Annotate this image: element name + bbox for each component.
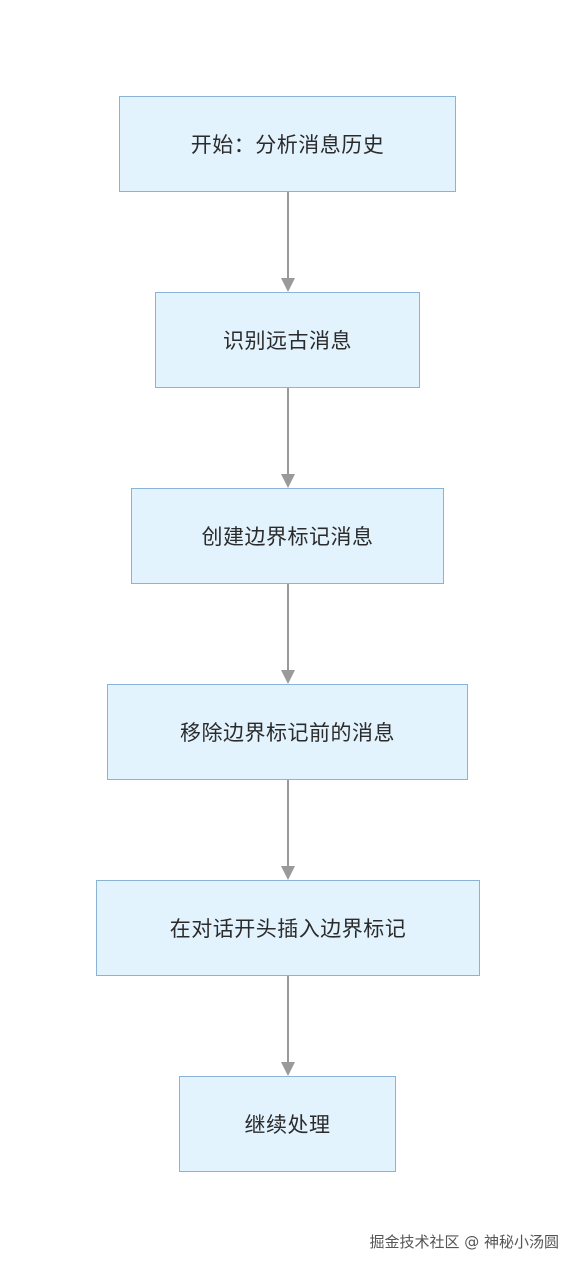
node-insert-boundary-marker: 在对话开头插入边界标记 [96,880,480,976]
arrowhead-n3-n4 [281,670,295,684]
node-label: 继续处理 [244,1113,331,1137]
arrowhead-n2-n3 [281,474,295,488]
node-continue-processing: 继续处理 [179,1076,396,1172]
node-label: 移除边界标记前的消息 [180,721,395,745]
node-identify-ancient-messages: 识别远古消息 [155,292,420,388]
watermark: 掘金技术社区 @ 神秘小汤圆 [369,1233,559,1251]
node-start-analyze-history: 开始：分析消息历史 [119,96,456,192]
node-remove-messages-before-marker: 移除边界标记前的消息 [107,684,468,780]
node-label: 在对话开头插入边界标记 [169,917,407,941]
arrowhead-n1-n2 [281,278,295,292]
node-label: 开始：分析消息历史 [190,133,385,157]
node-label: 创建边界标记消息 [201,525,374,549]
arrowhead-n4-n5 [281,866,295,880]
node-create-boundary-marker: 创建边界标记消息 [131,488,444,584]
arrowhead-n5-n6 [281,1062,295,1076]
node-label: 识别远古消息 [223,329,352,353]
